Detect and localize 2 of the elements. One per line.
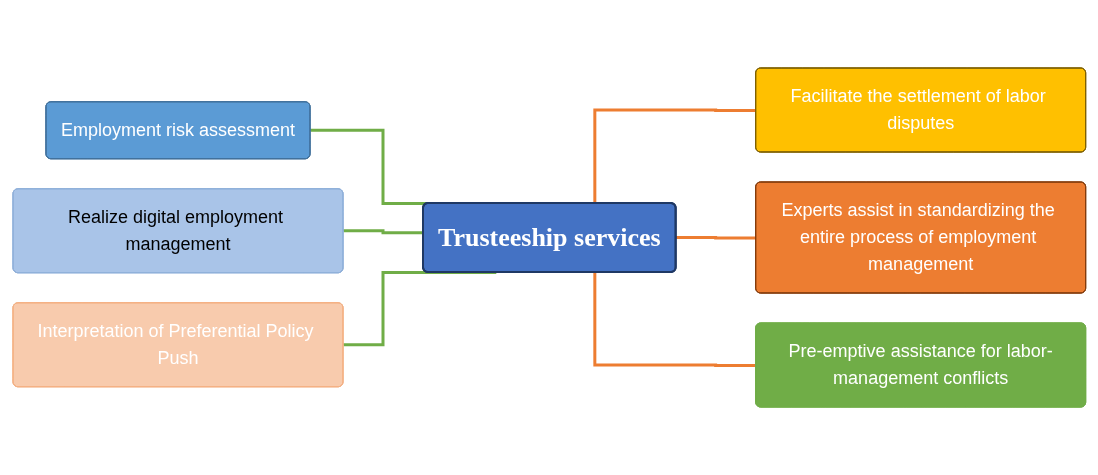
connector [593, 108, 756, 204]
connector [593, 272, 756, 367]
